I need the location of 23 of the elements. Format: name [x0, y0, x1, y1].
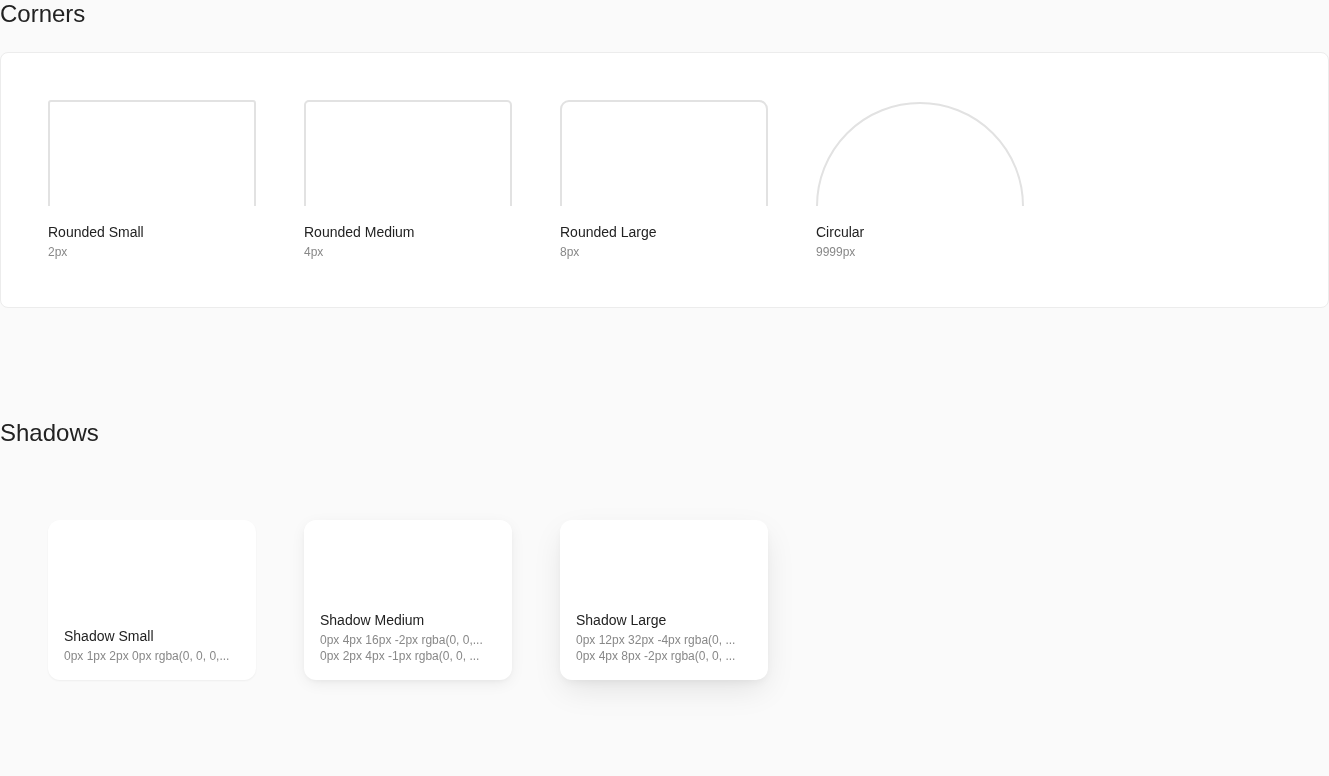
radius-value: 2px: [48, 244, 68, 260]
shadow-value: 0px 4px 16px -2px rgba(0, 0,...: [320, 632, 483, 648]
section-heading: Shadows: [0, 419, 99, 447]
sample-label: Circular: [816, 223, 865, 242]
shadow-value: 0px 4px 8px -2px rgba(0, 0, ...: [576, 648, 736, 664]
radius-value: 4px: [304, 244, 324, 260]
shadow-value: 0px 12px 32px -4px rgba(0, ...: [576, 632, 736, 648]
corner-sample: [48, 100, 256, 206]
card-title: Shadow Large: [576, 611, 667, 630]
section-heading: Corners: [0, 0, 86, 28]
card-title: Shadow Medium: [320, 611, 425, 630]
card-title: Shadow Small: [64, 627, 154, 646]
shadow-card: [560, 520, 768, 680]
sample-label: Rounded Medium: [304, 223, 415, 242]
shadow-value: 0px 2px 4px -1px rgba(0, 0, ...: [320, 648, 480, 664]
radius-value: 9999px: [816, 244, 856, 260]
shadow-value: 0px 1px 2px 0px rgba(0, 0, 0,...: [64, 648, 230, 664]
circle-sample: [816, 100, 1024, 206]
radius-value: 8px: [560, 244, 580, 260]
corner-sample: [304, 100, 512, 206]
sample-label: Rounded Large: [560, 223, 657, 242]
sample-label: Rounded Small: [48, 223, 144, 242]
corner-sample: [560, 100, 768, 206]
